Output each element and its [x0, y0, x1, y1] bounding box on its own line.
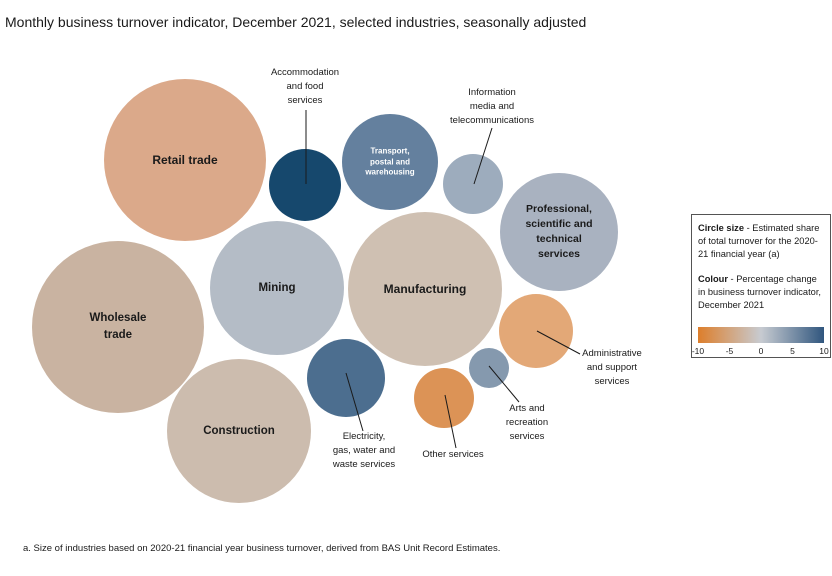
bubble-professional-scientific-technical-services: [500, 173, 618, 291]
legend-circle-size-desc: - Estimated share of total turnover for …: [698, 223, 820, 259]
bubble-transport-postal-warehousing: [342, 114, 438, 210]
gradient-tick-10: 10: [819, 346, 829, 356]
bubble-mining: [210, 221, 344, 355]
bubble-label-mining: Mining: [258, 282, 296, 294]
bubble-wholesale-trade: [32, 241, 204, 413]
bubble-administrative-support-services: [499, 294, 573, 368]
colour-gradient-bar: [698, 327, 824, 343]
legend-colour-term: Colour: [698, 274, 728, 284]
bubble-electricity-gas-water-waste-services: [307, 339, 385, 417]
bubble-retail-trade: [104, 79, 266, 241]
legend-box: Circle size - Estimated share of total t…: [691, 214, 831, 358]
bubble-label-retail-trade: Retail trade: [152, 153, 218, 167]
bubble-manufacturing: [348, 212, 502, 366]
colour-gradient-ticks: -10 -5 0 5 10: [692, 345, 829, 357]
bubble-label-construction: Construction: [203, 425, 275, 437]
bubble-label-other-services: Other services: [422, 449, 484, 460]
bubble-other-services: [414, 368, 474, 428]
legend-circle-size-term: Circle size: [698, 223, 744, 233]
gradient-tick-0: 0: [758, 346, 764, 356]
bubble-information-media-telecommunications: [443, 154, 503, 214]
gradient-tick--10: -10: [691, 346, 705, 356]
legend-colour-entry: Colour - Percentage change in business t…: [698, 273, 824, 312]
gradient-tick-5: 5: [790, 346, 795, 356]
bubble-construction: [167, 359, 311, 503]
chart-title: Monthly business turnover indicator, Dec…: [5, 14, 587, 30]
legend-colour-desc: - Percentage change in business turnover…: [698, 274, 821, 310]
gradient-tick--5: -5: [725, 346, 734, 356]
legend-circle-size-entry: Circle size - Estimated share of total t…: [698, 222, 824, 261]
footnote: a. Size of industries based on 2020-21 f…: [23, 543, 501, 554]
bubble-arts-recreation-services: [469, 348, 509, 388]
bubble-label-manufacturing: Manufacturing: [383, 282, 467, 296]
bubble-accommodation-food-services: [269, 149, 341, 221]
